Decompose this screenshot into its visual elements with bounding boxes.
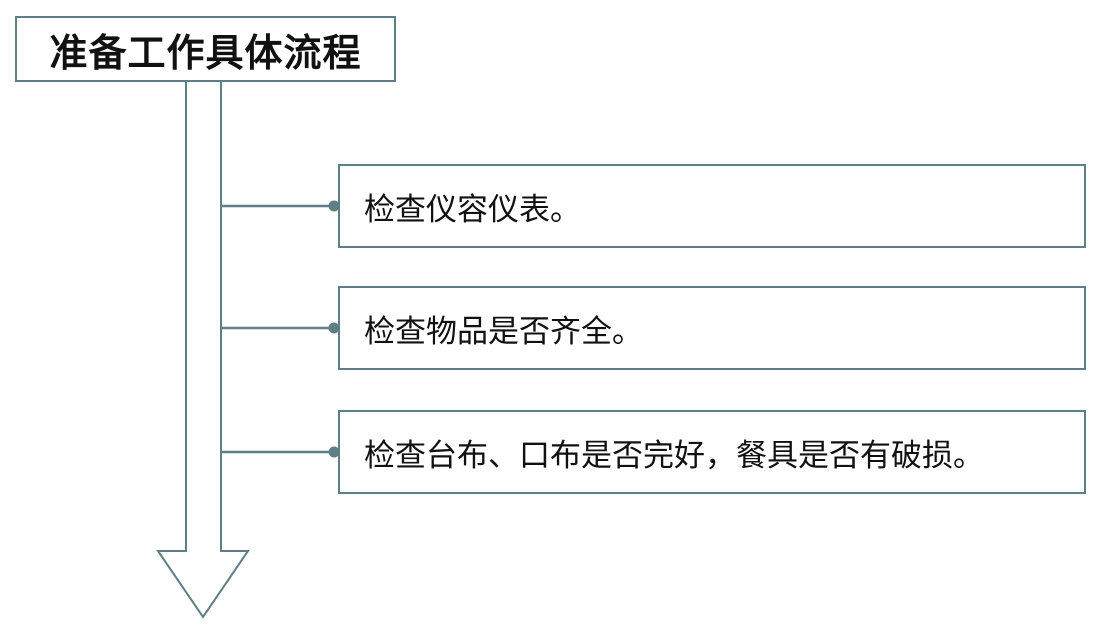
title-text: 准备工作具体流程 bbox=[49, 30, 362, 75]
step-box-1: 检查仪容仪表。 bbox=[338, 164, 1086, 248]
step-box-3: 检查台布、口布是否完好，餐具是否有破损。 bbox=[338, 410, 1086, 494]
step-text-2: 检查物品是否齐全。 bbox=[364, 313, 643, 350]
step-text-3: 检查台布、口布是否完好，餐具是否有破损。 bbox=[364, 437, 984, 474]
connector-dot-2 bbox=[328, 322, 340, 334]
connector-dot-1 bbox=[328, 200, 340, 212]
down-arrow-icon bbox=[156, 82, 250, 619]
step-text-1: 检查仪容仪表。 bbox=[364, 191, 581, 228]
connector-dot-3 bbox=[328, 446, 340, 458]
step-box-2: 检查物品是否齐全。 bbox=[338, 286, 1086, 370]
title-box: 准备工作具体流程 bbox=[15, 16, 396, 82]
